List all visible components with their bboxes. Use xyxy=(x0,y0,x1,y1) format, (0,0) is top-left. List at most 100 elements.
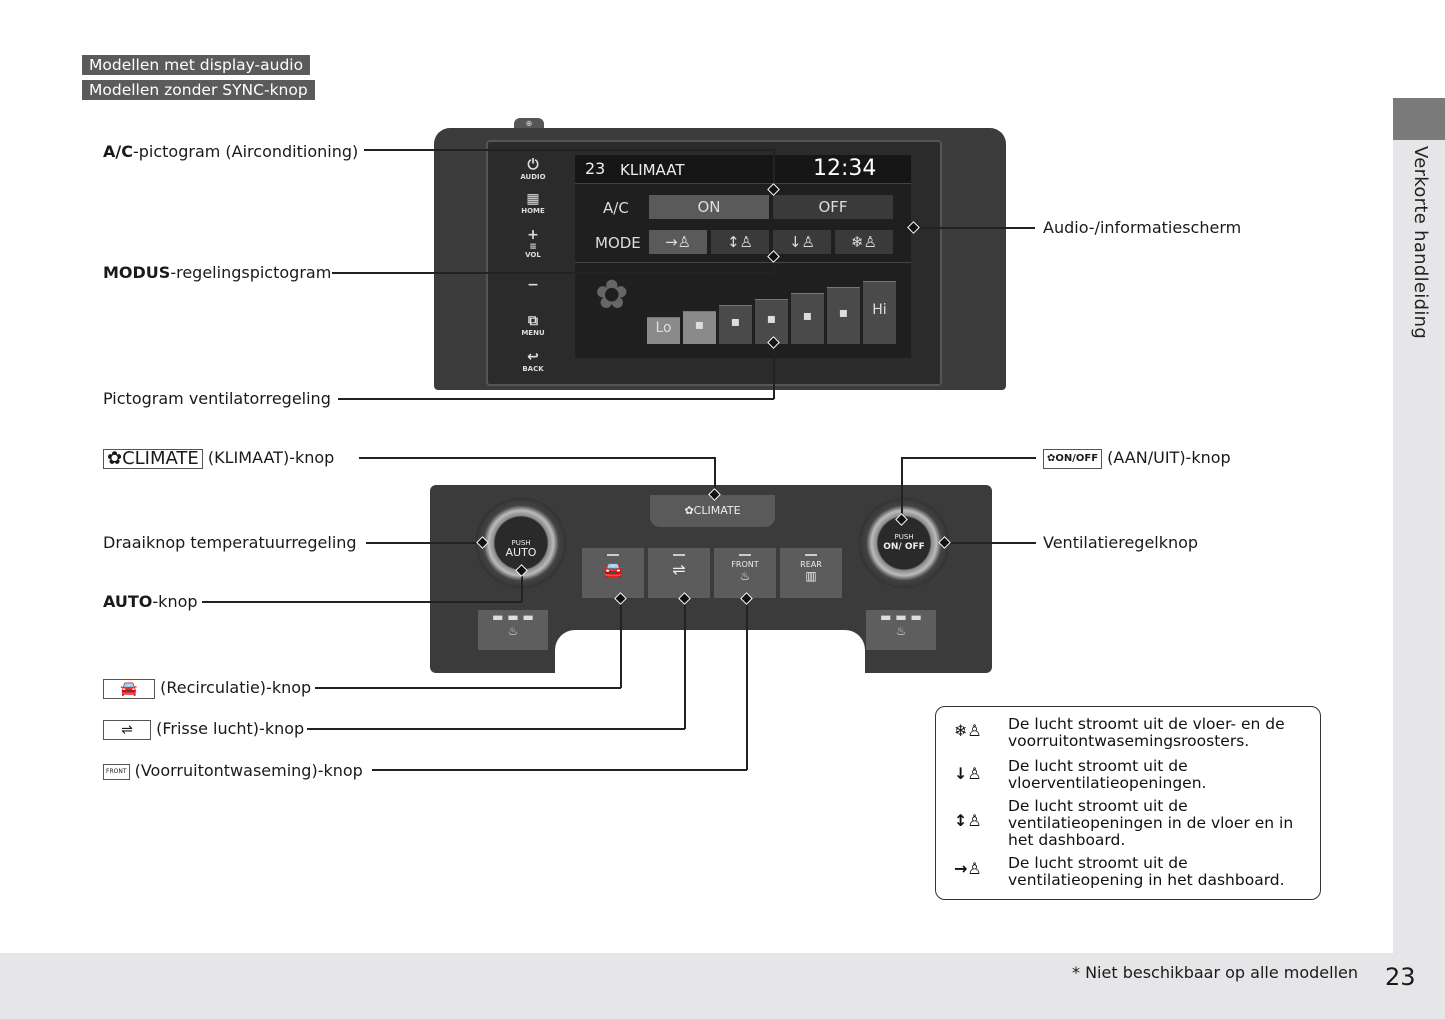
screen-title: KLIMAAT xyxy=(620,161,685,179)
leader-line xyxy=(202,601,522,603)
back-button-label: BACK xyxy=(522,365,544,373)
volume-label: VOL xyxy=(525,251,541,259)
leader-line xyxy=(366,542,482,544)
callout-fan-icon: Pictogram ventilatorregeling xyxy=(103,389,331,408)
leader-line xyxy=(307,728,685,730)
indicator-led xyxy=(673,554,685,556)
footnote: * Niet beschikbaar op alle modellen xyxy=(1072,963,1359,982)
model-tag-display-audio: Modellen met display-audio xyxy=(82,55,311,75)
home-button: ▦HOME xyxy=(504,192,562,216)
legend-text: De lucht stroomt uit de vloer- en de voo… xyxy=(1008,715,1285,750)
leader-line xyxy=(944,542,1036,544)
fresh-air-badge-icon: ⇌ xyxy=(103,719,151,740)
callout-climate-button: ✿CLIMATE (KLIMAAT)-knop xyxy=(103,448,334,469)
callout-text: -pictogram (Airconditioning) xyxy=(132,142,359,161)
callout-bold: A/C xyxy=(103,142,133,161)
indicator-led xyxy=(607,554,619,556)
dashboard-vent-icon: →♙ xyxy=(649,230,707,254)
leader-line xyxy=(714,457,716,495)
fan-level-2: ▪ xyxy=(683,311,716,344)
rear-label: REAR xyxy=(800,560,822,569)
dashboard-vent-icon: →♙ xyxy=(954,859,982,878)
seat-heater-icon: ♨ xyxy=(507,624,519,638)
callout-bold: AUTO xyxy=(103,592,153,611)
legend-text: De lucht stroomt uit de ventilatieopenin… xyxy=(1008,854,1285,889)
home-grid-icon: ▦ xyxy=(526,191,540,207)
callout-text: (Frisse lucht)-knop xyxy=(156,719,305,738)
screen-page-number: 23 xyxy=(585,159,606,178)
push-label: PUSH xyxy=(511,539,531,547)
seat-heater-icon: ♨ xyxy=(895,624,907,638)
leader-line xyxy=(773,256,775,273)
menu-button-label: MENU xyxy=(521,329,545,337)
screen-clock: 12:34 xyxy=(813,156,877,181)
leader-line xyxy=(338,398,774,400)
vol-plus-icon: + xyxy=(527,227,539,243)
rear-defrost-button: REAR▥ xyxy=(780,548,842,598)
floor-defrost-vent-icon: ❄♙ xyxy=(954,721,982,740)
ac-off-option: OFF xyxy=(773,195,893,219)
rear-defrost-icon: ▥ xyxy=(805,569,817,583)
floor-dashboard-vent-icon: ↕♙ xyxy=(711,230,769,254)
climate-screen: 23 KLIMAAT 12:34 A/C ON OFF MODE →♙ ↕♙ ↓… xyxy=(575,155,911,358)
power-icon: ⏻ xyxy=(527,157,539,173)
page-footer xyxy=(0,953,1445,1019)
vol-minus-icon: − xyxy=(527,277,539,293)
callout-fan-knob: Ventilatieregelknop xyxy=(1043,533,1199,552)
callout-text: (AAN/UIT)-knop xyxy=(1107,448,1231,467)
menu-icon: ⧉ xyxy=(528,313,538,329)
fan-level-3: ▪ xyxy=(719,305,752,344)
back-button: ↩BACK xyxy=(504,350,562,374)
side-tab-label: Verkorte handleiding xyxy=(1410,146,1431,340)
fan-level-5: ▪ xyxy=(791,293,824,344)
recirculation-badge-icon: 🚘 xyxy=(103,678,155,699)
callout-text: (Voorruitontwaseming)-knop xyxy=(134,761,363,780)
volume-bars-icon: ≡ xyxy=(529,242,537,252)
fan-knob xyxy=(858,497,950,589)
fan-icon: ✿ xyxy=(595,272,629,318)
menu-button: ⧉MENU xyxy=(504,314,562,338)
callout-text: (Recirculatie)-knop xyxy=(160,678,312,697)
climate-badge-icon: ✿CLIMATE xyxy=(103,448,203,469)
callout-text: -knop xyxy=(152,592,198,611)
model-tag-no-sync: Modellen zonder SYNC-knop xyxy=(82,80,315,100)
head-unit-eject-button: ⊕ xyxy=(514,118,544,130)
callout-screen: Audio-/informatiescherm xyxy=(1043,218,1242,237)
callout-defrost-button: FRONT (Voorruitontwaseming)-knop xyxy=(103,761,363,781)
leader-line xyxy=(902,457,1036,459)
leader-line xyxy=(620,598,622,688)
callout-mode-icon: MODUS-regelingspictogram xyxy=(103,263,331,283)
screen-divider xyxy=(575,262,911,263)
leader-line xyxy=(746,598,748,770)
leader-line xyxy=(521,570,523,602)
fan-level-7: Hi xyxy=(863,281,896,344)
callout-auto-button: AUTO-knop xyxy=(103,592,198,612)
leader-line xyxy=(684,598,686,729)
callout-text: (KLIMAAT)-knop xyxy=(207,448,335,467)
side-tab-header xyxy=(1393,98,1445,140)
front-defrost-button: FRONT♨ xyxy=(714,548,776,598)
floor-vent-icon: ↓♙ xyxy=(773,230,831,254)
callout-recirc-button: 🚘 (Recirculatie)-knop xyxy=(103,678,311,699)
leader-line xyxy=(372,769,747,771)
front-defrost-badge-icon: FRONT xyxy=(103,763,130,780)
onoff-label: ON/ OFF xyxy=(883,542,925,552)
leader-line xyxy=(913,227,1035,229)
audio-button-label: AUDIO xyxy=(520,173,546,181)
front-label: FRONT xyxy=(731,560,759,569)
callout-text: -regelingspictogram xyxy=(170,263,332,282)
legend-text: De lucht stroomt uit de vloerventilatieo… xyxy=(1008,757,1207,792)
floor-dashboard-vent-icon: ↕♙ xyxy=(954,811,982,830)
volume-down-button: − xyxy=(504,278,562,293)
panel-notch xyxy=(555,630,865,680)
ac-on-option: ON xyxy=(649,195,769,219)
seat-heater-left: ▬ ▬ ▬♨ xyxy=(478,610,548,650)
fan-level-1: Lo xyxy=(647,317,680,344)
leader-line xyxy=(901,457,903,519)
page-number: 23 xyxy=(1385,963,1416,991)
mode-legend-box: ❄♙ De lucht stroomt uit de vloer- en de … xyxy=(935,706,1321,900)
volume-up-button: +≡VOL xyxy=(504,228,562,260)
seat-heater-leds: ▬ ▬ ▬ xyxy=(880,610,922,624)
mode-row-label: MODE xyxy=(595,234,641,252)
home-button-label: HOME xyxy=(521,207,545,215)
